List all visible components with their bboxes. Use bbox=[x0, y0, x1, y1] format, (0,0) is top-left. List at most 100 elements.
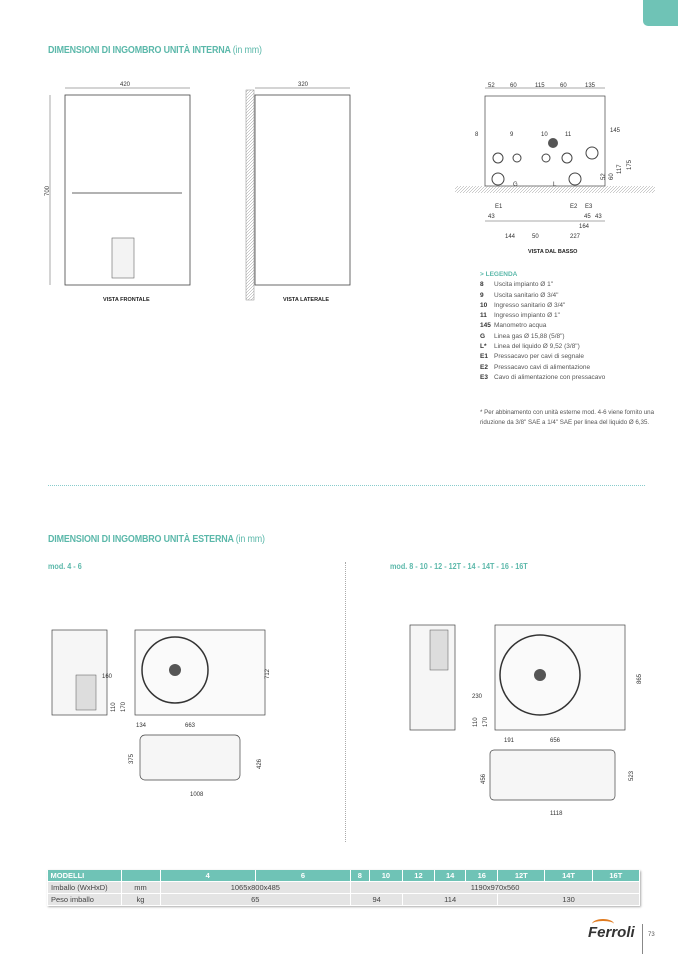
svg-text:375: 375 bbox=[129, 753, 135, 764]
header-cell bbox=[121, 870, 161, 882]
table-row: Imballo (WxHxD) mm 1065x800x485 1190x970… bbox=[47, 881, 640, 894]
internal-unit-title: DIMENSIONI DI INGOMBRO UNITÀ INTERNA (in… bbox=[48, 44, 262, 56]
svg-text:110: 110 bbox=[473, 717, 479, 727]
svg-text:52: 52 bbox=[488, 83, 495, 89]
svg-text:43: 43 bbox=[595, 214, 602, 220]
packaging-table: MODELLI 4 6 8 10 12 14 16 12T 14T 16T Im… bbox=[47, 870, 641, 906]
table-header-row: MODELLI 4 6 8 10 12 14 16 12T 14T 16T bbox=[47, 870, 641, 882]
svg-text:170: 170 bbox=[483, 716, 489, 727]
svg-text:43: 43 bbox=[488, 214, 495, 220]
svg-text:456: 456 bbox=[481, 773, 487, 784]
svg-text:175: 175 bbox=[627, 159, 633, 170]
svg-text:523: 523 bbox=[629, 770, 635, 781]
svg-text:60: 60 bbox=[609, 173, 615, 180]
svg-text:115: 115 bbox=[535, 83, 545, 89]
svg-text:712: 712 bbox=[265, 668, 271, 679]
svg-text:420: 420 bbox=[120, 82, 131, 88]
small-model-label: mod. 4 - 6 bbox=[48, 561, 82, 571]
header-cell: 14 bbox=[434, 870, 467, 882]
svg-text:700: 700 bbox=[45, 185, 51, 196]
table-cell: 114 bbox=[402, 893, 499, 906]
svg-text:426: 426 bbox=[257, 758, 263, 769]
svg-text:230: 230 bbox=[472, 694, 483, 700]
svg-text:L: L bbox=[553, 182, 557, 188]
page-number-divider bbox=[642, 924, 643, 954]
legend-heading: > LEGENDA bbox=[480, 271, 518, 278]
bottom-view-caption: VISTA DAL BASSO bbox=[528, 249, 578, 255]
row-unit: mm bbox=[120, 881, 161, 894]
table-cell: 94 bbox=[350, 893, 404, 906]
header-cell: 16T bbox=[592, 870, 641, 882]
svg-text:E3: E3 bbox=[585, 204, 593, 210]
row-unit: kg bbox=[120, 893, 161, 906]
page-number: 73 bbox=[648, 932, 655, 938]
front-view-caption: VISTA FRONTALE bbox=[103, 297, 150, 303]
ferroli-logo: Ferroli bbox=[588, 919, 635, 941]
table-cell: 1190x970x560 bbox=[350, 881, 640, 894]
legend-item: L*Linea del liquido Ø 9,52 (3/8") bbox=[480, 343, 580, 351]
svg-text:135: 135 bbox=[585, 83, 596, 89]
table-cell: 65 bbox=[159, 893, 352, 906]
header-cell: 6 bbox=[255, 870, 352, 882]
svg-text:50: 50 bbox=[532, 234, 539, 240]
svg-text:60: 60 bbox=[560, 83, 567, 89]
header-cell: MODELLI bbox=[47, 870, 122, 882]
row-label: Imballo (WxHxD) bbox=[47, 881, 122, 894]
side-view-drawing: 320 bbox=[245, 82, 351, 301]
svg-text:164: 164 bbox=[579, 224, 590, 230]
svg-text:227: 227 bbox=[570, 234, 581, 240]
section-divider bbox=[48, 485, 645, 486]
header-cell: 4 bbox=[160, 870, 256, 882]
svg-text:11: 11 bbox=[565, 132, 572, 138]
svg-text:9: 9 bbox=[510, 132, 514, 138]
svg-text:1008: 1008 bbox=[190, 792, 204, 798]
row-label: Peso imballo bbox=[47, 893, 122, 906]
svg-text:656: 656 bbox=[550, 738, 561, 744]
small-outdoor-drawing: 160 110 170 712 134 663 375 426 1008 bbox=[51, 629, 271, 798]
svg-text:60: 60 bbox=[510, 83, 517, 89]
svg-text:110: 110 bbox=[111, 702, 117, 712]
column-divider bbox=[345, 562, 346, 842]
large-model-label: mod. 8 - 10 - 12 - 12T - 14 - 14T - 16 -… bbox=[390, 561, 528, 571]
table-row: Peso imballo kg 65 94 114 130 bbox=[47, 893, 640, 906]
svg-text:1118: 1118 bbox=[550, 811, 563, 817]
svg-text:117: 117 bbox=[617, 164, 623, 174]
svg-text:8: 8 bbox=[475, 132, 479, 138]
external-unit-title: DIMENSIONI DI INGOMBRO UNITÀ ESTERNA (in… bbox=[48, 533, 265, 545]
svg-text:45: 45 bbox=[584, 214, 591, 220]
header-cell: 8 bbox=[350, 870, 370, 882]
svg-text:160: 160 bbox=[102, 674, 113, 680]
side-view-caption: VISTA LATERALE bbox=[283, 297, 330, 303]
svg-text:52: 52 bbox=[601, 173, 607, 180]
table-cell: 1065x800x485 bbox=[159, 881, 352, 894]
svg-text:145: 145 bbox=[610, 128, 621, 134]
corner-tab bbox=[643, 0, 678, 26]
table-cell: 130 bbox=[497, 893, 640, 906]
svg-text:663: 663 bbox=[185, 723, 196, 729]
svg-text:320: 320 bbox=[298, 82, 309, 88]
svg-text:191: 191 bbox=[504, 738, 515, 744]
large-outdoor-drawing: 230 110 170 865 191 656 456 523 1118 bbox=[409, 624, 643, 817]
svg-text:144: 144 bbox=[505, 234, 516, 240]
svg-text:G: G bbox=[513, 182, 518, 188]
header-cell: 12T bbox=[497, 870, 546, 882]
header-cell: 10 bbox=[369, 870, 404, 882]
svg-text:134: 134 bbox=[136, 723, 147, 729]
svg-text:865: 865 bbox=[637, 673, 643, 684]
legend-note: * Per abbinamento con unità esterne mod.… bbox=[480, 409, 655, 426]
svg-text:E2: E2 bbox=[570, 204, 578, 210]
svg-text:E1: E1 bbox=[495, 204, 503, 210]
header-cell: 14T bbox=[544, 870, 593, 882]
